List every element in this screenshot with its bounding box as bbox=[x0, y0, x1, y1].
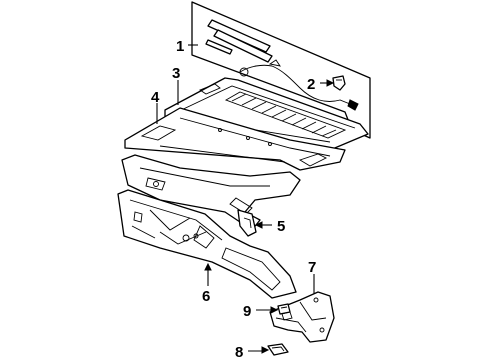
callout-7: 7 bbox=[308, 259, 316, 276]
leader-2 bbox=[320, 79, 335, 87]
callout-1: 1 bbox=[176, 38, 184, 55]
part-7-support bbox=[269, 291, 335, 343]
callout-8: 8 bbox=[235, 344, 243, 360]
leader-6 bbox=[204, 262, 212, 286]
part-8-plate bbox=[267, 343, 289, 356]
callout-9: 9 bbox=[243, 303, 251, 320]
leader-8 bbox=[248, 346, 270, 354]
part-2-clip bbox=[332, 75, 346, 91]
callout-4: 4 bbox=[151, 89, 160, 106]
leader-5 bbox=[254, 221, 272, 229]
part-5-bracket bbox=[237, 209, 257, 237]
part-lower-cowl bbox=[121, 154, 301, 231]
part-9-clip bbox=[277, 303, 291, 315]
callout-6: 6 bbox=[202, 288, 210, 305]
part-1-cowl-kit bbox=[191, 1, 371, 139]
callout-5: 5 bbox=[277, 218, 285, 235]
callout-3: 3 bbox=[172, 65, 180, 82]
part-6-dash-panel bbox=[117, 189, 297, 299]
leader-9 bbox=[256, 306, 279, 314]
callout-2: 2 bbox=[307, 76, 315, 93]
part-4-plenum-panel bbox=[124, 107, 346, 171]
